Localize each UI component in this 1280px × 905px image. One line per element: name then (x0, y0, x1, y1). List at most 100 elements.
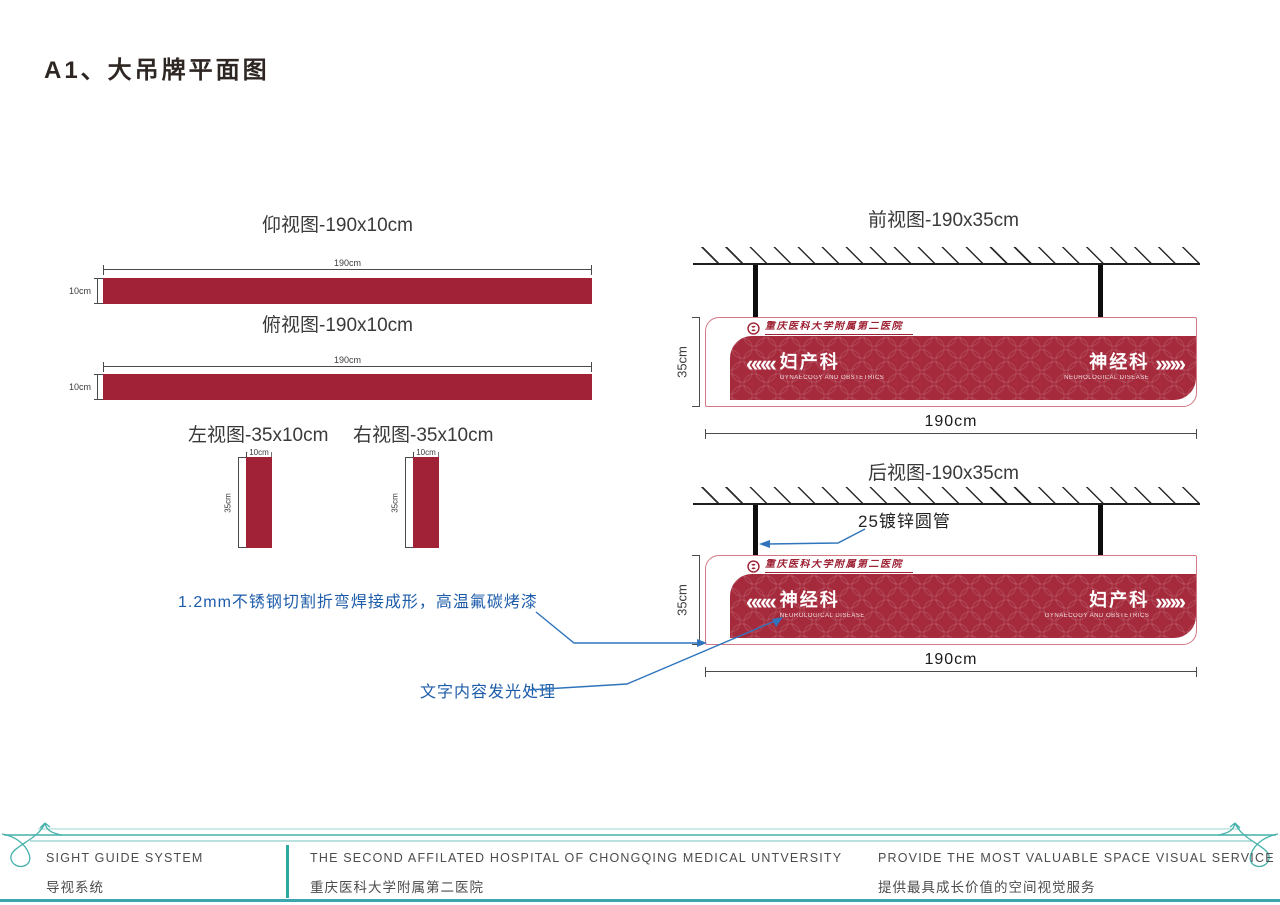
tick (591, 362, 592, 372)
tick (103, 362, 104, 372)
tick (271, 452, 272, 457)
footer-divider (286, 845, 289, 898)
dim-label: 35cm (223, 492, 233, 513)
tick (692, 406, 700, 407)
dept-name-en: NEUROLOGICAL DISEASE (1064, 375, 1150, 381)
hospital-logo-icon (747, 322, 760, 335)
dept-front-left: ««« 妇产科 GYNAECOGY AND OBSTETRICS (746, 351, 884, 382)
tick (94, 374, 103, 375)
chevrons-left-icon: ««« (746, 351, 777, 376)
view-title-top: 俯视图-190x10cm (262, 315, 413, 336)
tick (1196, 667, 1197, 677)
hospital-logo-icon (747, 560, 760, 573)
dim-back-height: 35cm (675, 555, 700, 645)
hanging-pipe-back-right (1098, 505, 1103, 558)
dept-name: 妇产科 (1089, 590, 1150, 610)
sign-front-view: 重庆医科大学附属第二医院 ««« 妇产科 GYNAECOGY AND OBSTE… (705, 317, 1197, 407)
dept-back-right: 妇产科 GYNAECOGY AND OBSTETRICS »»» (1044, 589, 1186, 620)
tick (406, 547, 414, 548)
tick (239, 457, 247, 458)
hospital-name-script: 重庆医科大学附属第二医院 (765, 321, 913, 335)
dept-name: 神经科 (779, 590, 840, 610)
hospital-name-script: 重庆医科大学附属第二医院 (765, 559, 913, 573)
dim-label: 10cm (414, 448, 438, 457)
footer-bottom-rule (0, 899, 1280, 902)
tick (94, 399, 103, 400)
dim-label: 35cm (390, 492, 400, 513)
footer-left-cn: 导视系统 (46, 880, 104, 895)
sign-back-view: 重庆医科大学附属第二医院 ««« 神经科 NEUROLOGICAL DISEAS… (705, 555, 1197, 645)
chevrons-left-icon: ««« (746, 589, 777, 614)
dept-name: 妇产科 (779, 352, 840, 372)
sign-red-panel: ««« 妇产科 GYNAECOGY AND OBSTETRICS 神经科 NEU… (730, 336, 1196, 400)
dept-front-right: 神经科 NEUROLOGICAL DISEASE »»» (1064, 351, 1186, 382)
ceiling-hatch-front (695, 247, 1200, 263)
footer-mid-en: THE SECOND AFFILATED HOSPITAL OF CHONGQI… (310, 851, 843, 865)
tick (692, 555, 700, 556)
tick (591, 265, 592, 275)
hanging-pipe-front-left (753, 265, 758, 319)
dim-label: 10cm (68, 286, 91, 296)
chevrons-right-icon: »»» (1155, 351, 1186, 376)
dim-label: 190cm (924, 651, 978, 668)
dim-front-height: 35cm (675, 317, 700, 407)
steel-annotation: 1.2mm不锈钢切割折弯焊接成形，高温氟碳烤漆 (178, 594, 538, 611)
footer-right-cn: 提供最具成长价值的空间视觉服务 (878, 880, 1096, 895)
hanging-pipe-back-left (753, 505, 758, 558)
hanging-pipe-front-right (1098, 265, 1103, 319)
tick (692, 644, 700, 645)
view-title-bottom: 仰视图-190x10cm (262, 215, 413, 236)
chevrons-right-icon: »»» (1155, 589, 1186, 614)
dim-top-height: 10cm (69, 374, 103, 400)
tick (103, 265, 104, 275)
view-title-right: 右视图-35x10cm (353, 425, 494, 446)
dim-right-height: 35cm (391, 457, 414, 548)
sign-bar-top-view (103, 374, 592, 400)
glow-annotation: 文字内容发光处理 (420, 684, 557, 701)
dim-bottom-height: 10cm (69, 278, 103, 304)
dim-label: 190cm (333, 258, 361, 268)
steel-leader-line (535, 611, 699, 644)
footer-left-en: SIGHT GUIDE SYSTEM (46, 851, 204, 865)
tick (438, 452, 439, 457)
sign-red-panel: ««« 神经科 NEUROLOGICAL DISEASE 妇产科 GYNAECO… (730, 574, 1196, 638)
dept-name: 神经科 (1089, 352, 1150, 372)
dim-back-width: 190cm (705, 651, 1197, 677)
ceiling-line-front (693, 263, 1200, 265)
tick (413, 452, 414, 457)
tick (705, 429, 706, 439)
sign-bar-right-view (413, 457, 439, 548)
ceiling-hatch-back (695, 487, 1200, 503)
pipe-annotation: 25镀锌圆管 (858, 512, 951, 531)
dim-top-width: 190cm (103, 355, 592, 372)
dim-front-width: 190cm (705, 413, 1197, 439)
dim-label: 35cm (674, 346, 690, 378)
dim-label: 35cm (674, 584, 690, 616)
view-title-left: 左视图-35x10cm (188, 425, 329, 446)
tick (94, 278, 103, 279)
dim-bottom-width: 190cm (103, 258, 592, 275)
tick (94, 303, 103, 304)
view-title-front: 前视图-190x35cm (868, 210, 1019, 231)
tick (246, 452, 247, 457)
sign-bar-left-view (246, 457, 272, 548)
dim-label: 10cm (247, 448, 271, 457)
dept-name-en: GYNAECOGY AND OBSTETRICS (779, 375, 885, 381)
dim-label: 10cm (68, 382, 91, 392)
dim-label: 190cm (924, 413, 978, 430)
page-title: A1、大吊牌平面图 (44, 57, 270, 84)
tick (1196, 429, 1197, 439)
dim-label: 190cm (333, 355, 361, 365)
pipe-leader-line (766, 528, 866, 545)
tick (692, 317, 700, 318)
dept-name-en: GYNAECOGY AND OBSTETRICS (1044, 613, 1150, 619)
view-title-back: 后视图-190x35cm (868, 463, 1019, 484)
arrowhead-icon (759, 540, 770, 548)
dim-left-width: 10cm (246, 448, 272, 457)
tick (406, 457, 414, 458)
dept-back-left: ««« 神经科 NEUROLOGICAL DISEASE (746, 589, 865, 620)
sign-bar-bottom-view (103, 278, 592, 304)
footer-right-en: PROVIDE THE MOST VALUABLE SPACE VISUAL S… (878, 851, 1275, 865)
